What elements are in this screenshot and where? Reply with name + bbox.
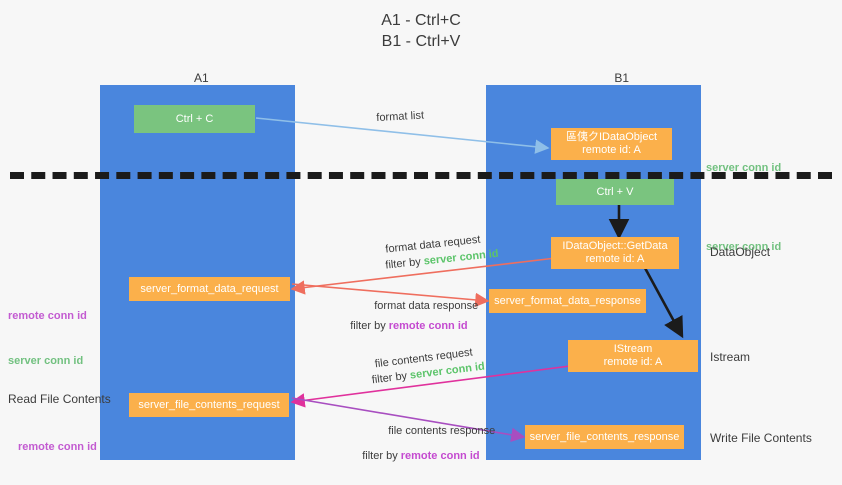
label-server-conn-id-mid-text: server conn id <box>706 241 782 253</box>
label-write-file-contents: Write File Contents <box>710 431 812 445</box>
filter-value-server-conn-id: server conn id <box>423 247 500 268</box>
label-server-conn-id-middle: server conn id <box>8 355 84 367</box>
filter-prefix: filter by <box>350 320 389 332</box>
node-server-format-data-request[interactable]: server_format_data_request <box>129 277 290 301</box>
filter-prefix: filter by <box>362 450 401 462</box>
page-title: A1 - Ctrl+C B1 - Ctrl+V <box>381 12 461 50</box>
label-read-file-contents: Read File Contents <box>8 392 111 406</box>
label-conn-ids-middle: remote conn id server conn id <box>8 279 87 399</box>
node-server-file-contents-response[interactable]: server_file_contents_response <box>525 425 684 449</box>
label-remote-conn-id-bottom: remote conn id <box>18 441 97 453</box>
label-conn-ids-bottom: remote conn id server conn id <box>18 410 97 485</box>
column-header-a1-name: A1 <box>194 71 209 85</box>
node-idataobject-getdata[interactable]: IDataObject::GetData remote id: A <box>551 237 679 269</box>
label-file-contents-response: file contents response <box>376 409 495 454</box>
filter-prefix: filter by <box>371 369 411 387</box>
node-ctrl-c[interactable]: Ctrl + C <box>134 105 255 133</box>
node-istream[interactable]: IStream remote id: A <box>568 340 698 372</box>
label-istream: Istream <box>710 350 751 364</box>
column-header-b1-name: B1 <box>614 71 630 85</box>
label-file-contents-response-filter: filter by remote conn id <box>350 434 480 479</box>
label-format-list: format list <box>376 109 425 124</box>
filter-value-remote-conn-id: remote conn id <box>388 320 468 332</box>
filter-prefix: filter by <box>384 255 425 272</box>
filter-value-server-conn-id: server conn id <box>409 360 486 382</box>
filter-value-remote-conn-id: remote conn id <box>400 450 480 462</box>
label-remote-conn-id-middle: remote conn id <box>8 310 87 322</box>
label-server-conn-id-top: server conn id <box>706 131 781 206</box>
label-format-data-response: format data response <box>362 284 478 329</box>
label-server-conn-id-top-text: server conn id <box>706 162 782 174</box>
label-dataobject: DataObject <box>710 245 771 259</box>
boundary-dashed-line <box>10 172 832 179</box>
label-server-conn-id-mid: server conn id <box>706 210 781 285</box>
label-format-data-response-filter: filter by remote conn id <box>338 304 468 349</box>
node-server-format-data-response[interactable]: server_format_data_response <box>489 289 646 313</box>
node-server-file-contents-request[interactable]: server_file_contents_request <box>129 393 289 417</box>
label-format-data-response-text: format data response <box>374 300 479 312</box>
node-ctrl-v[interactable]: Ctrl + V <box>556 179 674 205</box>
node-idataobject[interactable]: 區侇クIDataObject remote id: A <box>551 128 672 160</box>
label-file-contents-response-text: file contents response <box>388 425 496 437</box>
